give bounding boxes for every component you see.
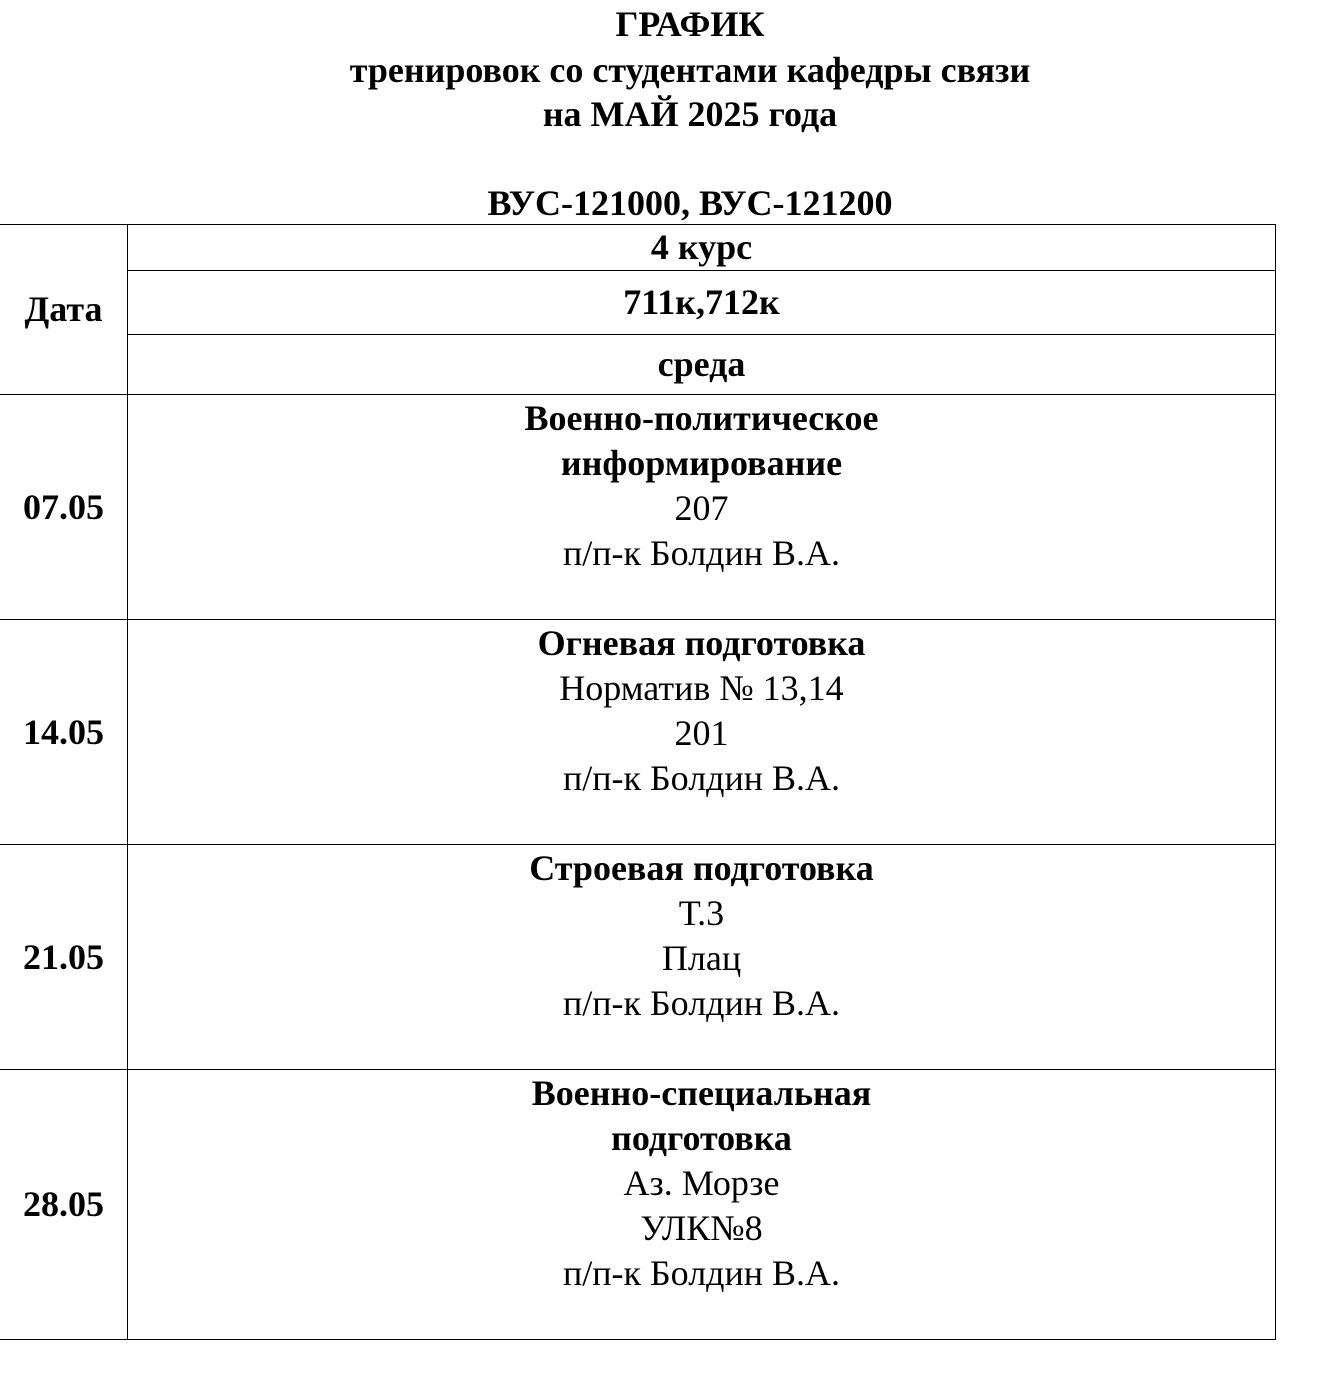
date-cell: 28.05 xyxy=(0,1069,128,1340)
room-text: 207 xyxy=(674,488,729,528)
title-line-4: ВУС-121000, ВУС-121200 xyxy=(487,183,893,223)
date-cell: 07.05 xyxy=(0,394,128,620)
groups-header: 711к,712к xyxy=(127,270,1276,335)
document-title: ГРАФИК xyxy=(0,2,1343,46)
session-cell: Военно-политическое информирование 207 п… xyxy=(127,394,1276,620)
weekday-label: среда xyxy=(657,344,746,384)
date-cell: 14.05 xyxy=(0,619,128,845)
date-column-header: Дата xyxy=(0,224,128,395)
room-text: УЛК№8 xyxy=(640,1208,763,1248)
header-row-weekday: среда xyxy=(0,334,1276,395)
date-cell: 21.05 xyxy=(0,844,128,1070)
subject-line: подготовка xyxy=(611,1118,792,1158)
course-label: 4 курс xyxy=(650,227,753,267)
course-header: 4 курс xyxy=(127,224,1276,271)
table-row: 07.05 Военно-политическое информирование… xyxy=(0,394,1276,620)
table-row: 14.05 Огневая подготовка Норматив № 13,1… xyxy=(0,619,1276,845)
subject-line: Военно-специальная xyxy=(531,1073,872,1113)
instructor-text: п/п-к Болдин В.А. xyxy=(562,758,841,798)
detail-text: Аз. Морзе xyxy=(623,1163,780,1203)
session-cell: Военно-специальная подготовка Аз. Морзе … xyxy=(127,1069,1276,1340)
weekday-header: среда xyxy=(127,334,1276,395)
table-row: 21.05 Строевая подготовка Т.3 Плац п/п-к… xyxy=(0,844,1276,1070)
session-cell: Строевая подготовка Т.3 Плац п/п-к Болди… xyxy=(127,844,1276,1070)
header-row-course: Дата 4 курс xyxy=(0,224,1276,395)
document-period: на МАЙ 2025 года xyxy=(0,92,1343,136)
table-row: 28.05 Военно-специальная подготовка Аз. … xyxy=(0,1069,1276,1340)
room-text: Плац xyxy=(661,938,742,978)
subject-line: Огневая подготовка xyxy=(537,623,866,663)
detail-text: Норматив № 13,14 xyxy=(559,668,844,708)
room-text: 201 xyxy=(674,713,729,753)
title-line-1: ГРАФИК xyxy=(615,4,765,44)
subject-line: информирование xyxy=(560,443,843,483)
title-line-2: тренировок со студентами кафедры связи xyxy=(349,50,1031,90)
document-specialties: ВУС-121000, ВУС-121200 xyxy=(0,181,1343,225)
instructor-text: п/п-к Болдин В.А. xyxy=(562,533,841,573)
groups-label: 711к,712к xyxy=(623,282,780,322)
detail-text: Т.3 xyxy=(678,893,725,933)
session-cell: Огневая подготовка Норматив № 13,14 201 … xyxy=(127,619,1276,845)
schedule-table: Дата 4 курс 711к,712к среда 07.05 Военно… xyxy=(0,224,1276,1340)
document-subtitle: тренировок со студентами кафедры связи xyxy=(0,48,1343,92)
instructor-text: п/п-к Болдин В.А. xyxy=(562,1253,841,1293)
subject-line: Строевая подготовка xyxy=(529,848,874,888)
instructor-text: п/п-к Болдин В.А. xyxy=(562,983,841,1023)
title-line-3: на МАЙ 2025 года xyxy=(542,94,838,134)
header-row-groups: 711к,712к xyxy=(0,270,1276,335)
subject-line: Военно-политическое xyxy=(524,398,879,438)
